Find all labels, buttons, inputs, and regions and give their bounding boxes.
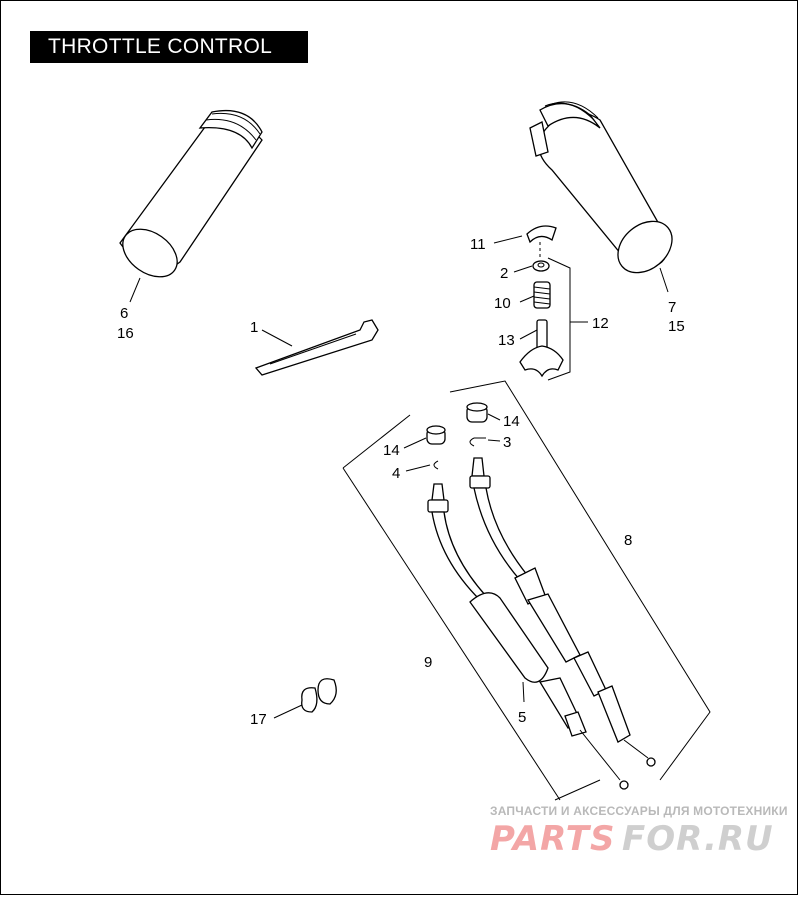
callout-3: 3 — [503, 434, 511, 451]
callout-4: 4 — [392, 465, 400, 482]
bushing-lower — [426, 425, 446, 445]
callout-6: 6 — [120, 305, 128, 322]
adjuster-screw — [519, 319, 564, 378]
leader-lines — [129, 235, 669, 719]
callout-2: 2 — [500, 265, 508, 282]
callout-8: 8 — [624, 532, 632, 549]
cable-group-outline — [342, 380, 711, 801]
friction-shoe — [526, 225, 557, 244]
watermark-tagline: ЗАПЧАСТИ И АКСЕССУАРЫ ДЛЯ МОТОТЕХНИКИ — [490, 804, 788, 818]
callout-15: 15 — [668, 318, 685, 335]
callout-7: 7 — [668, 299, 676, 316]
callout-16: 16 — [117, 325, 134, 342]
watermark: ЗАПЧАСТИ И АКСЕССУАРЫ ДЛЯ МОТОТЕХНИКИ PA… — [490, 804, 788, 859]
watermark-brand-domain: FOR.RU — [622, 819, 774, 859]
cable-strap — [254, 319, 379, 376]
idle-cable — [427, 483, 629, 790]
callout-9: 9 — [424, 654, 432, 671]
left-grip — [119, 109, 263, 278]
clip-4 — [433, 460, 439, 470]
bracket-12 — [547, 257, 571, 381]
clip-3 — [469, 437, 475, 447]
right-grip — [529, 101, 673, 274]
callout-1: 1 — [250, 319, 258, 336]
washer — [532, 260, 550, 272]
bushing-upper — [466, 402, 488, 423]
watermark-brand-parts: PARTS — [490, 819, 615, 859]
callout-labels: 6 16 7 15 1 11 2 10 12 13 14 3 14 4 8 9 … — [117, 236, 685, 728]
page-title: THROTTLE CONTROL — [30, 31, 308, 63]
callout-5: 5 — [518, 709, 526, 726]
callout-11: 11 — [470, 236, 486, 253]
cable-clip — [301, 678, 337, 713]
callout-17: 17 — [250, 711, 267, 728]
callout-10: 10 — [494, 295, 511, 312]
callout-13: 13 — [498, 332, 515, 349]
throttle-cable — [469, 457, 656, 767]
callout-14-upper: 14 — [503, 413, 520, 430]
spring — [533, 281, 551, 309]
callout-14-lower: 14 — [383, 442, 400, 459]
callout-12: 12 — [592, 315, 609, 332]
